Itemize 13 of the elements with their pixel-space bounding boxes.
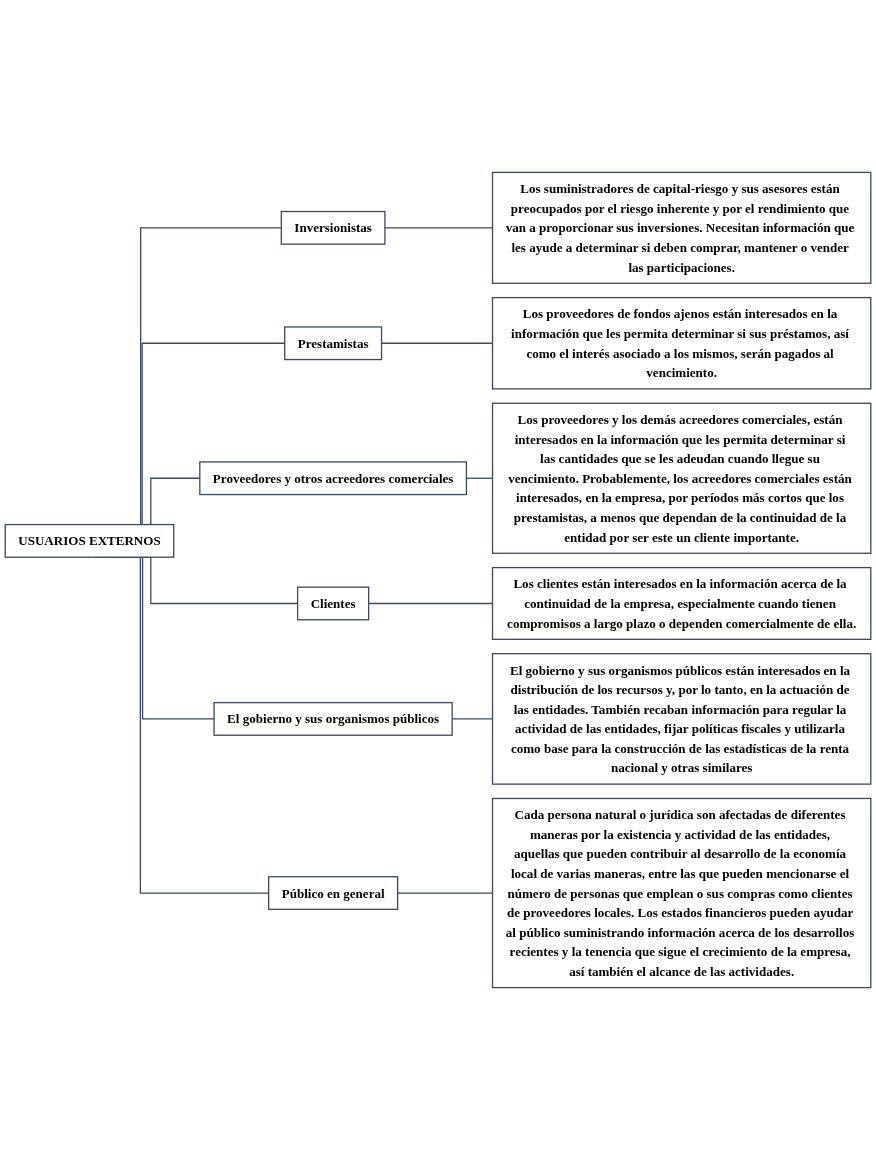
node-box: Inversionistas — [280, 210, 386, 245]
node-box: Cada persona natural o jurídica son afectadas de diferentes maneras por la existencia y actividad de las entidades, aquellas que pueden contribuir al desarrollo de la economía local de varias maneras, entre las que pueden mencionarse el número de personas que emplean o sus compras como clientes de proveedores locales. Los estados financieros pueden ayudar al público suministrando información acerca de los desarrollos recientes y la tenencia que sigue el crecimiento de la empresa, así también el alcance de las actividades. — [491, 797, 872, 989]
node-box: Público en general — [268, 876, 399, 910]
node-box: Los suministradores de capital-riesgo y sus asesores están preocupados por el riesgo inherente y por el rendimiento que van a proporcionar sus inversiones. Necesitan información que les ayude a determinar si deben comprar, mantener o vender las participaciones. — [491, 171, 872, 284]
node-box: Clientes — [296, 586, 370, 621]
node-box: Los clientes están interesados en la información acerca de la continuidad de la empresa, especialmente cuando tienen compromisos a largo plazo o dependen comercialmente de ella. — [491, 566, 872, 640]
node-box: USUARIOS EXTERNOS — [4, 523, 175, 558]
node-box: Proveedores y otros acreedores comerciales — [199, 461, 468, 496]
node-box: El gobierno y sus organismos públicos están interesados en la distribución de los recursos y, por lo tanto, en la actuación de las entidades. También recaban información para regular la actividad de las entidades, fijar políticas fiscales y utilizarla como base para la construcción de las estadísticas de la renta nacional y otras similares — [491, 653, 872, 785]
node-box: Prestamistas — [284, 326, 383, 361]
node-box: El gobierno y sus organismos públicos — [213, 701, 453, 736]
node-box: Los proveedores y los demás acreedores comerciales, están interesados en la información que les permita determinar si las cantidades que se les adeudan cuando llegue su vencimiento. Probablemente, los acreedores comerciales están interesados, en la empresa, por períodos más cortos que los prestamistas, a menos que dependan de la continuidad de la entidad por ser este un cliente importante. — [491, 402, 872, 554]
node-box: Los proveedores de fondos ajenos están interesados en la información que les permita determinar si sus préstamos, así como el interés asociado a los mismos, serán pagados al vencimiento. — [491, 296, 872, 390]
